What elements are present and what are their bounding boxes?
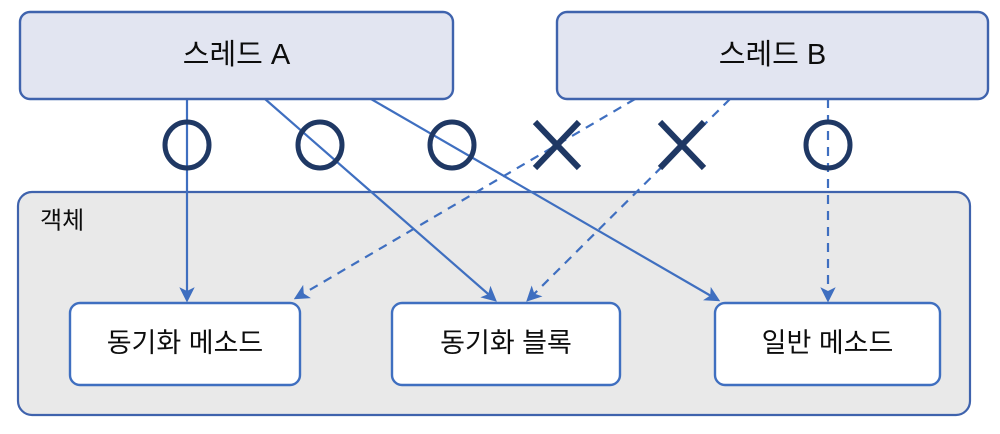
sync-block-label: 동기화 블록: [440, 328, 572, 358]
thread-b-box: [555, 10, 990, 101]
circle-marker-icon: [295, 119, 345, 171]
edges-group: [179, 98, 836, 303]
object-container-label: 객체: [40, 207, 84, 234]
sync-method-label: 동기화 메소드: [107, 328, 264, 358]
cross-marker-icon: [532, 119, 582, 171]
sync-method-box: [68, 301, 302, 387]
boxes-group: 스레드 A 스레드 B 동기화 메소드 동기화 블록 일반 메소드: [18, 10, 990, 387]
circle-marker-icon: [803, 119, 853, 171]
thread-b-label: 스레드 B: [719, 39, 826, 71]
edge-b-sync-method: [293, 98, 636, 300]
thread-a-box: [18, 10, 455, 101]
sync-block-box: [390, 301, 622, 387]
circle-marker-icon: [427, 119, 477, 171]
thread-a-label: 스레드 A: [183, 39, 291, 71]
markers-group: [162, 119, 853, 171]
edge-a-normal-method: [370, 98, 721, 302]
cross-marker-icon: [657, 119, 707, 171]
circle-marker-icon: [162, 119, 212, 171]
normal-method-label: 일반 메소드: [762, 328, 894, 358]
normal-method-box: [713, 301, 942, 387]
